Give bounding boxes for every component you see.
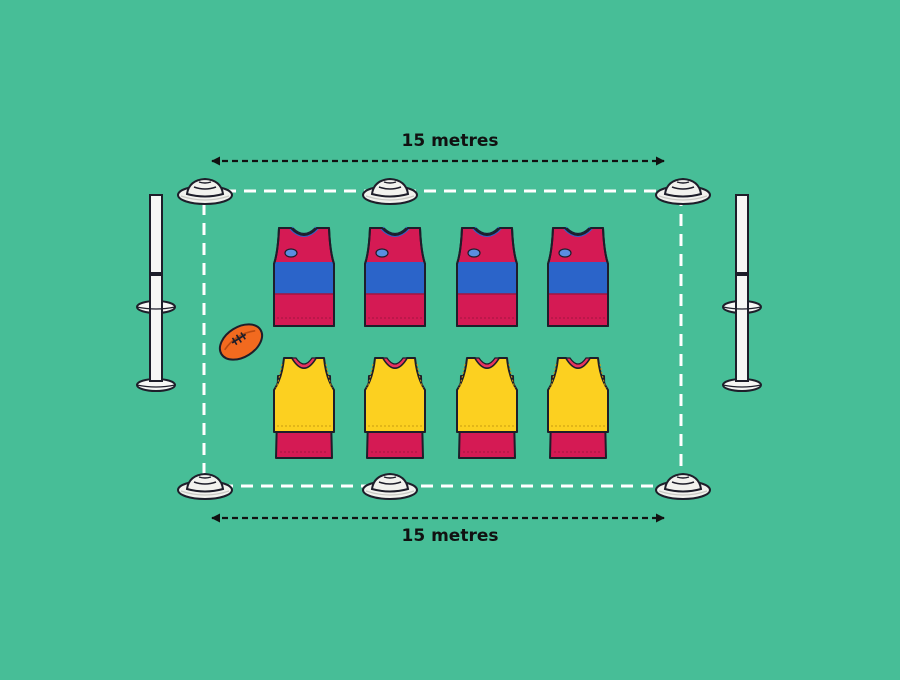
boundary-square	[202, 189, 683, 488]
team-b-bib-icon	[456, 357, 518, 459]
cone-icon	[655, 473, 711, 500]
cone-icon	[177, 473, 233, 500]
bottom-measure-label: 15 metres	[401, 526, 499, 546]
team-b-bib-icon	[364, 357, 426, 459]
top-measure-label: 15 metres	[401, 131, 499, 151]
team-b-players	[273, 357, 609, 459]
team-a-guernsey-icon	[273, 226, 335, 327]
goal-post-icon	[136, 194, 176, 392]
cone-icon	[655, 178, 711, 205]
football-icon	[218, 323, 264, 361]
cone-icon	[177, 178, 233, 205]
cone-icon	[362, 178, 418, 205]
team-b-bib-icon	[547, 357, 609, 459]
team-a-guernsey-icon	[547, 226, 609, 327]
cone-icon	[362, 473, 418, 500]
team-a-guernsey-icon	[364, 226, 426, 327]
team-a-players	[273, 226, 609, 327]
team-a-guernsey-icon	[456, 226, 518, 327]
goal-post-icon	[722, 194, 762, 392]
team-b-bib-icon	[273, 357, 335, 459]
